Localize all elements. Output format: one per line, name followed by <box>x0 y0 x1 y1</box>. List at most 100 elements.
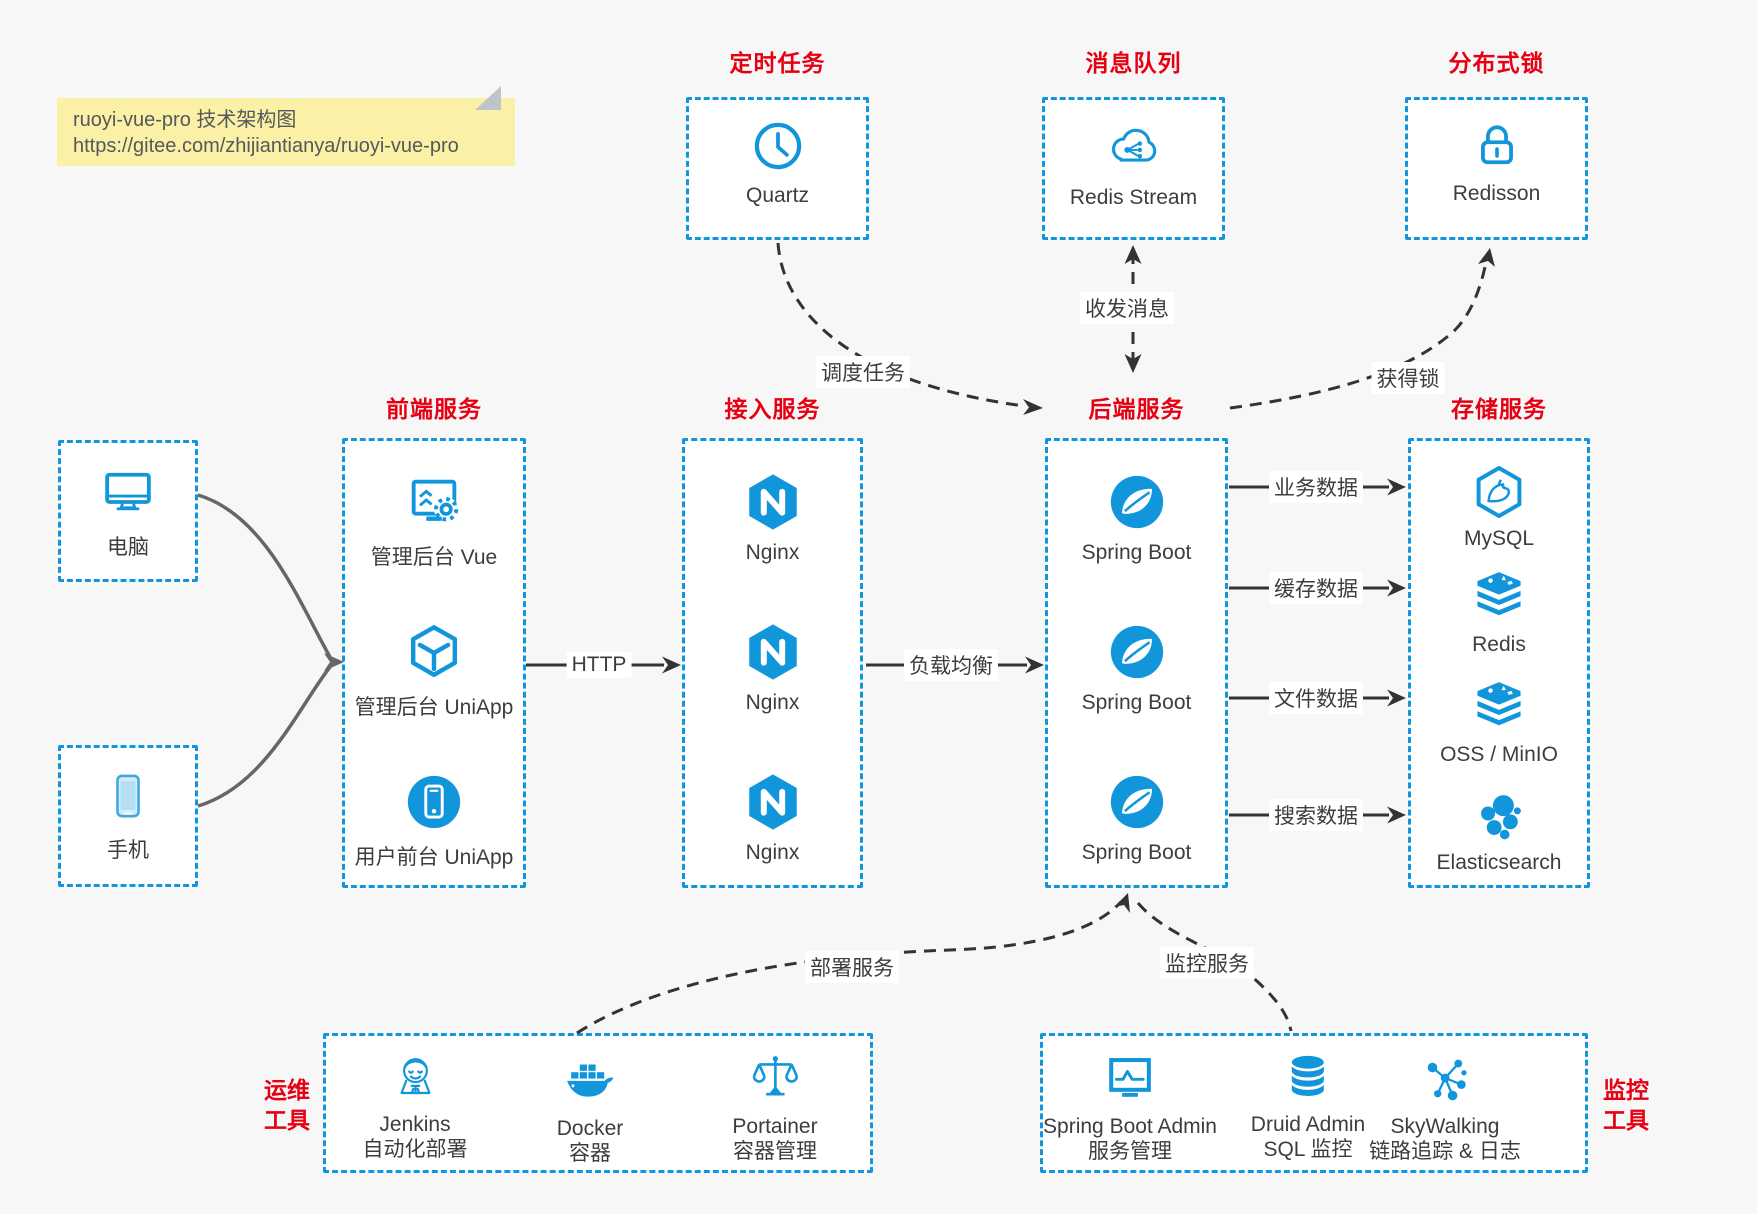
node-sublabel: 容器管理 <box>733 1140 817 1163</box>
group-backend-services: Spring Boot Spring Boot Spring Boot <box>1045 438 1228 888</box>
node-label: 电脑 <box>107 536 149 559</box>
node-sublabel: 自动化部署 <box>362 1138 468 1161</box>
arrowhead <box>1478 248 1495 267</box>
node-admin-uniapp: 管理后台 UniApp <box>345 621 523 721</box>
node-label: Spring Boot <box>1081 541 1192 564</box>
group-storage-services: MySQL Redis OSS / MinIO Elasticsearch <box>1408 438 1590 888</box>
node-label: Spring Boot <box>1081 691 1192 714</box>
note-title: ruoyi-vue-pro 技术架构图 <box>73 109 297 131</box>
nginx-icon <box>742 621 804 683</box>
node-label: 管理后台 Vue <box>370 546 498 569</box>
uniapp-cube-icon <box>403 621 465 683</box>
edge-label-file-data: 文件数据 <box>1269 682 1363 714</box>
node-label: Druid Admin <box>1250 1113 1366 1136</box>
lock-icon <box>1468 116 1526 174</box>
node-label: Redisson <box>1452 182 1541 205</box>
edge-pc-to-frontend <box>197 493 332 658</box>
title-line: 工具 <box>264 1107 310 1133</box>
redis-icon <box>1469 567 1529 627</box>
spring-boot-icon <box>1106 471 1168 533</box>
edge-label-acquire-lock: 获得锁 <box>1371 362 1445 394</box>
node-label: Elasticsearch <box>1436 851 1562 874</box>
oss-minio-icon <box>1469 677 1529 737</box>
node-spring-boot-1: Spring Boot <box>1048 471 1225 565</box>
node-nginx-2: Nginx <box>685 621 860 715</box>
elasticsearch-icon <box>1471 789 1527 845</box>
group-frontend-services: 管理后台 Vue 管理后台 UniApp 用户前台 UniApp <box>342 438 526 888</box>
edge-label-load-balance: 负载均衡 <box>904 649 998 681</box>
node-label: Quartz <box>745 184 810 207</box>
group-title-distributed-lock: 分布式锁 <box>1448 50 1545 76</box>
mysql-icon <box>1470 463 1528 521</box>
node-spring-boot-3: Spring Boot <box>1048 771 1225 865</box>
node-redis-stream: Redis Stream <box>1042 97 1225 240</box>
portainer-icon <box>747 1050 803 1106</box>
edge-label-business-data: 业务数据 <box>1269 471 1363 503</box>
sticky-note: ruoyi-vue-pro 技术架构图 https://gitee.com/zh… <box>57 86 515 166</box>
arrowhead <box>1124 354 1142 373</box>
node-label: Spring Boot <box>1081 841 1192 864</box>
nginx-icon <box>742 471 804 533</box>
node-quartz: Quartz <box>686 97 869 240</box>
admin-vue-icon <box>403 471 465 533</box>
node-label: Nginx <box>745 841 800 864</box>
node-nginx-3: Nginx <box>685 771 860 865</box>
edge-acquire-lock <box>1229 256 1489 410</box>
desktop-icon <box>99 463 157 521</box>
title-line: 监控 <box>1603 1077 1649 1103</box>
node-label: Docker <box>556 1117 624 1140</box>
node-label: 用户前台 UniApp <box>354 846 514 869</box>
jenkins-icon <box>388 1050 442 1104</box>
group-title-scheduled-task: 定时任务 <box>729 50 826 76</box>
group-title-backend: 后端服务 <box>1088 396 1185 422</box>
group-monitor-tools <box>1040 1033 1588 1173</box>
arrowhead <box>324 653 344 671</box>
node-sublabel: 链路追踪 & 日志 <box>1369 1140 1521 1163</box>
group-title-storage: 存储服务 <box>1451 396 1547 422</box>
node-admin-vue: 管理后台 Vue <box>345 471 523 571</box>
spring-boot-admin-icon <box>1102 1050 1158 1106</box>
arrowhead <box>1387 478 1406 496</box>
group-title-gateway: 接入服务 <box>724 396 821 422</box>
edge-label-send-receive-message: 收发消息 <box>1080 292 1174 324</box>
node-jenkins: Jenkins 自动化部署 <box>363 1050 468 1162</box>
arrowhead <box>1025 656 1044 674</box>
node-portainer: Portainer 容器管理 <box>732 1050 818 1164</box>
group-title-ops-tools: 运维 工具 <box>238 1075 310 1135</box>
title-line: 工具 <box>1603 1107 1649 1133</box>
edge-mobile-to-frontend <box>197 665 332 808</box>
group-title-message-queue: 消息队列 <box>1085 50 1182 76</box>
node-label: 管理后台 UniApp <box>354 696 514 719</box>
node-elasticsearch: Elasticsearch <box>1411 789 1587 875</box>
node-redisson: Redisson <box>1405 97 1588 240</box>
node-redis: Redis <box>1411 567 1587 657</box>
arrowhead <box>1387 689 1406 707</box>
node-label: Redis <box>1472 633 1526 656</box>
node-skywalking: SkyWalking 链路追踪 & 日志 <box>1369 1050 1521 1164</box>
note-url: https://gitee.com/zhijiantianya/ruoyi-vu… <box>73 135 459 157</box>
node-label: Spring Boot Admin <box>1043 1115 1217 1138</box>
node-druid-admin: Druid Admin SQL 监控 <box>1251 1050 1365 1162</box>
node-label: OSS / MinIO <box>1440 743 1558 766</box>
node-spring-boot-2: Spring Boot <box>1048 621 1225 715</box>
docker-icon <box>561 1050 619 1108</box>
cloud-mq-icon <box>1103 116 1165 178</box>
node-nginx-1: Nginx <box>685 471 860 565</box>
node-sublabel: 服务管理 <box>1088 1140 1172 1163</box>
edge-label-deploy-service: 部署服务 <box>805 951 899 983</box>
arrowhead <box>662 656 681 674</box>
node-pc: 电脑 <box>58 440 198 582</box>
edge-label-search-data: 搜索数据 <box>1269 799 1363 831</box>
arrowhead <box>1023 399 1043 415</box>
node-mobile: 手机 <box>58 745 198 887</box>
group-ops-tools <box>323 1033 873 1173</box>
clock-icon <box>748 116 808 176</box>
arrowhead <box>1387 806 1406 824</box>
node-label: Jenkins <box>379 1113 451 1136</box>
user-app-icon <box>403 771 465 833</box>
node-label: MySQL <box>1463 527 1534 550</box>
skywalking-icon <box>1417 1050 1473 1106</box>
title-line: 运维 <box>264 1077 310 1103</box>
edge-label-monitor-service: 监控服务 <box>1160 947 1254 979</box>
node-sublabel: SQL 监控 <box>1263 1138 1353 1161</box>
